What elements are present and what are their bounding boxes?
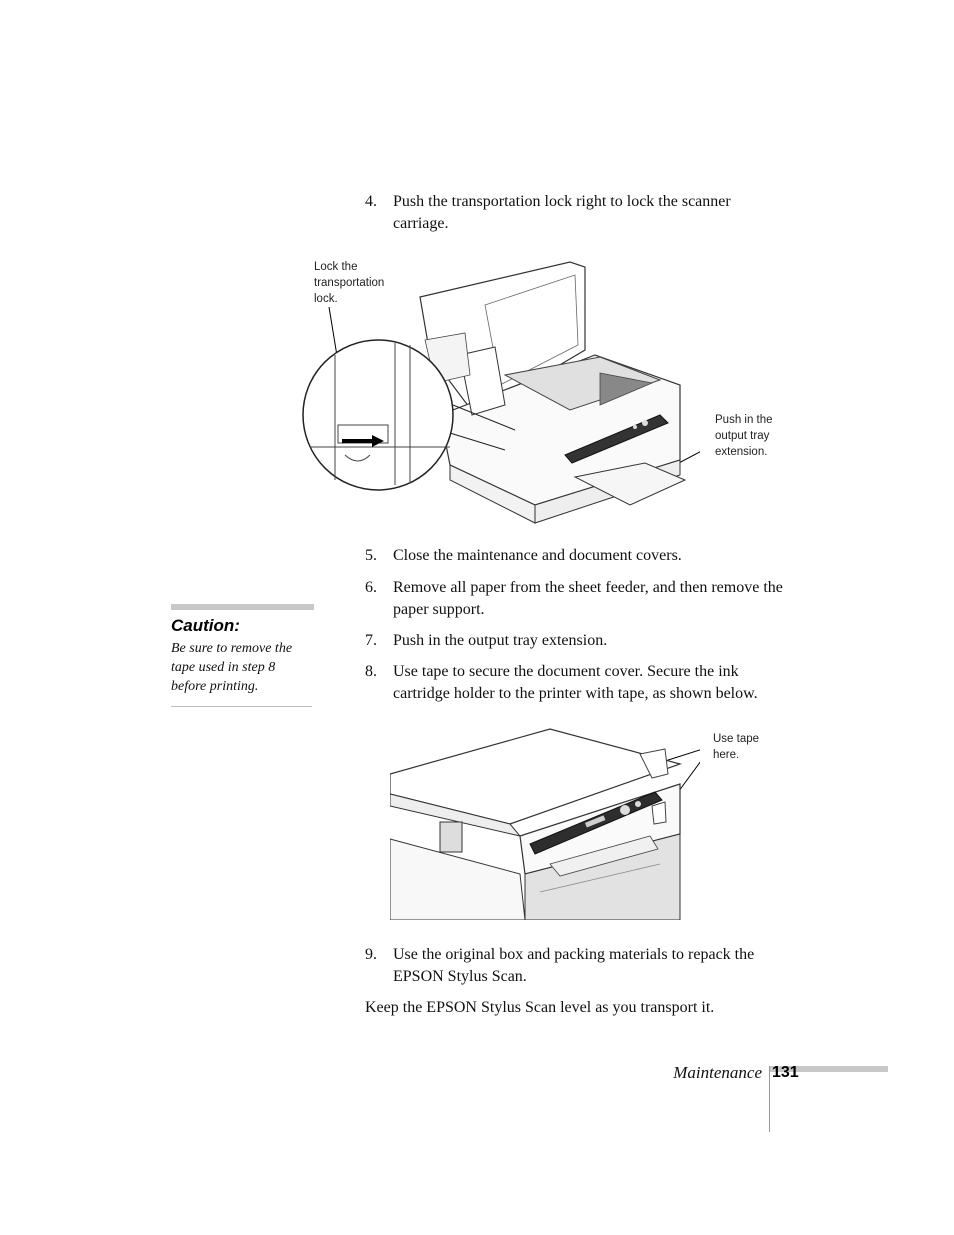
callout-tape: Use tape here. [713, 733, 760, 761]
footer-bar [770, 1066, 888, 1072]
closing-paragraph: Keep the EPSON Stylus Scan level as you … [365, 999, 715, 1016]
step-number: 9. [365, 946, 377, 963]
step-number: 4. [365, 193, 377, 210]
caution-box: Caution: Be sure to remove the tape used… [171, 604, 314, 707]
step-6: 6. Remove all paper from the sheet feede… [365, 577, 785, 621]
step-text: Use the original box and packing materia… [393, 946, 755, 985]
caution-body: Be sure to remove the tape used in step … [171, 641, 293, 694]
step-number: 6. [365, 579, 377, 596]
footer-page-number: 131 [772, 1064, 799, 1081]
step-number: 8. [365, 663, 377, 680]
step-8: 8. Use tape to secure the document cover… [365, 661, 785, 705]
step-number: 5. [365, 547, 377, 564]
step-text: Use tape to secure the document cover. S… [393, 663, 758, 702]
footer-rule [769, 1066, 770, 1132]
callout-lock: Lock the transportation lock. [314, 261, 385, 305]
printer-lock-illustration [302, 261, 700, 524]
printer-tape-illustration [390, 728, 700, 920]
callout-output-tray: Push in the output tray extension. [715, 414, 773, 458]
caution-title: Caution: [171, 616, 240, 635]
caution-bar [171, 604, 314, 610]
step-text: Push in the output tray extension. [393, 632, 608, 649]
step-text: Close the maintenance and document cover… [393, 547, 682, 564]
step-4: 4. Push the transportation lock right to… [365, 191, 785, 235]
step-text: Push the transportation lock right to lo… [393, 193, 731, 232]
footer-section: Maintenance [673, 1063, 762, 1082]
step-5: 5. Close the maintenance and document co… [365, 545, 785, 567]
step-9: 9. Use the original box and packing mate… [365, 944, 785, 988]
step-number: 7. [365, 632, 377, 649]
step-7: 7. Push in the output tray extension. [365, 630, 785, 652]
step-text: Remove all paper from the sheet feeder, … [393, 579, 783, 618]
caution-rule [171, 706, 312, 707]
